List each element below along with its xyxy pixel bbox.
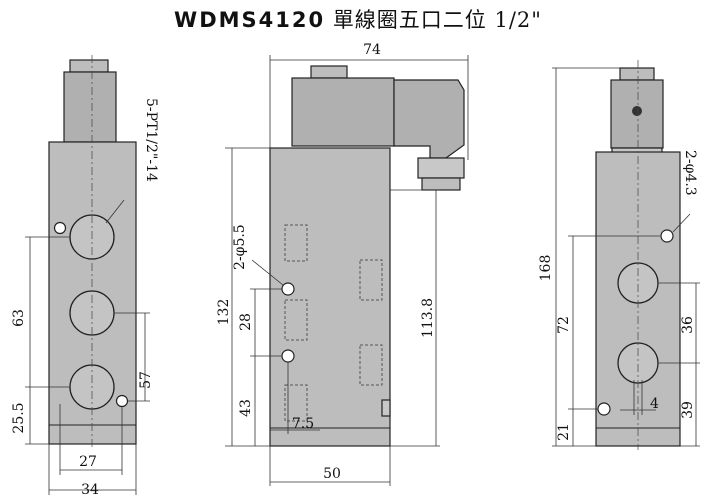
left-coil <box>63 71 117 143</box>
front-view: 74 132 2-φ5.5 28 <box>216 42 469 486</box>
dim-21: 21 <box>556 423 572 441</box>
dim-74: 74 <box>363 42 381 58</box>
right-top-nut <box>619 67 655 81</box>
front-mount-hole-bottom <box>281 349 295 363</box>
left-top-nut <box>69 59 109 73</box>
front-valve-body <box>269 147 391 447</box>
front-coil <box>291 77 395 147</box>
front-connector-plug <box>417 157 465 179</box>
model-number: WDMS4120 <box>174 8 326 32</box>
front-top-nut <box>310 65 348 79</box>
model-description: 單線圈五口二位 1/2" <box>332 8 542 32</box>
right-mount-hole-top <box>660 229 674 243</box>
dim-39: 39 <box>680 401 696 419</box>
left-side-view: 63 25.5 57 27 34 5-PT1/2"-14 <box>11 55 159 498</box>
dim-34: 34 <box>81 482 99 498</box>
dim-57: 57 <box>138 371 154 389</box>
dim-27: 27 <box>79 454 97 470</box>
dim-72: 72 <box>556 316 572 334</box>
right-mount-hole-bottom <box>597 402 611 416</box>
front-connector <box>393 79 465 159</box>
dim-28: 28 <box>238 313 254 331</box>
dim-25-5: 25.5 <box>11 402 27 433</box>
front-connector-gland <box>421 177 461 191</box>
dim-168: 168 <box>538 255 554 282</box>
right-coil-screw <box>632 106 642 116</box>
dim-7-5: 7.5 <box>292 416 314 432</box>
right-side-view: 168 72 21 2-φ4.3 36 39 4 <box>538 60 700 450</box>
front-mount-hole-top <box>281 282 295 296</box>
dim-132: 132 <box>216 299 232 326</box>
drawing-title: WDMS4120 單線圈五口二位 1/2" <box>0 4 716 34</box>
dim-113-8: 113.8 <box>420 298 436 338</box>
left-mount-hole-top <box>53 221 67 235</box>
port-spec-label: 5-PT1/2"-14 <box>143 98 159 182</box>
dim-43: 43 <box>238 399 254 417</box>
dim-50: 50 <box>323 466 341 482</box>
dim-4: 4 <box>650 396 659 412</box>
front-hole-spec: 2-φ5.5 <box>232 224 248 270</box>
dim-36: 36 <box>680 316 696 334</box>
dim-63: 63 <box>11 309 27 327</box>
right-hole-spec: 2-φ4.3 <box>682 150 698 196</box>
left-mount-hole-bottom <box>115 394 129 408</box>
